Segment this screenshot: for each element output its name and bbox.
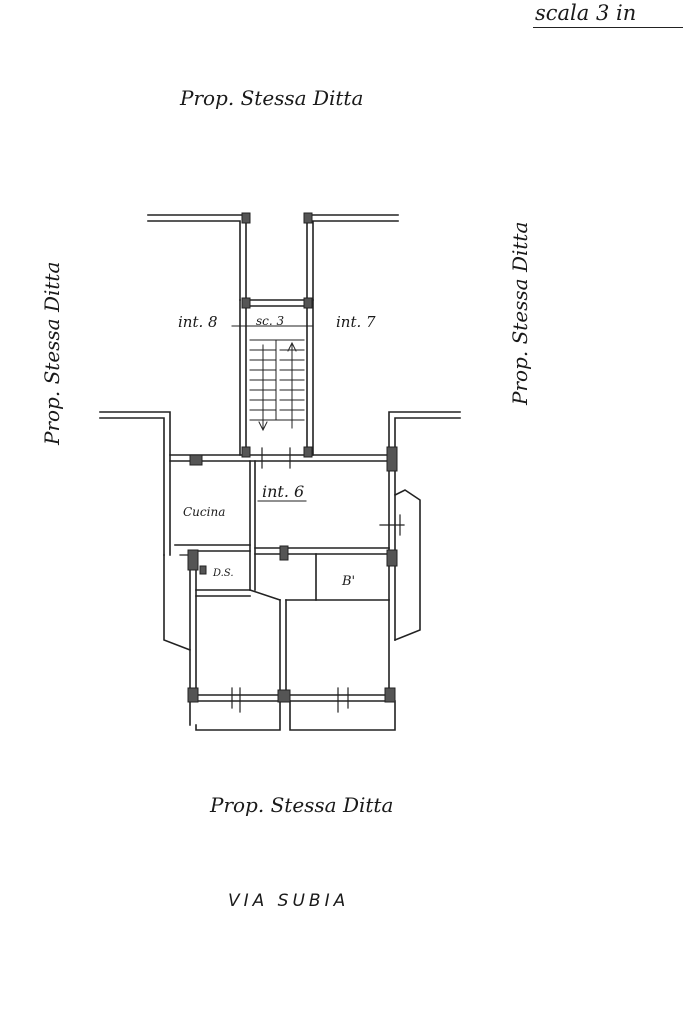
scale-label: scala 3 in	[533, 3, 683, 28]
room-label-int8: int. 8	[178, 313, 218, 331]
room-label-bath: B'	[341, 574, 355, 589]
room-label-int7: int. 7	[336, 313, 376, 331]
stair-steps	[249, 339, 305, 432]
stair-label: sc. 3	[256, 314, 285, 328]
room-label-storage: D.S.	[212, 568, 234, 579]
room-label-kitchen: Cucina	[183, 505, 225, 519]
south-neighbor-label: Prop. Stessa Ditta	[210, 793, 394, 817]
street-label: VIA SUBIA	[228, 891, 350, 911]
north-neighbor-label: Prop. Stessa Ditta	[180, 86, 364, 110]
opening-marks	[179, 447, 405, 713]
column-posts	[187, 212, 398, 703]
room-label-int6: int. 6	[262, 482, 304, 501]
interior-walls	[174, 460, 390, 696]
exterior-walls	[99, 411, 461, 731]
stair-shaft-walls	[147, 214, 399, 456]
